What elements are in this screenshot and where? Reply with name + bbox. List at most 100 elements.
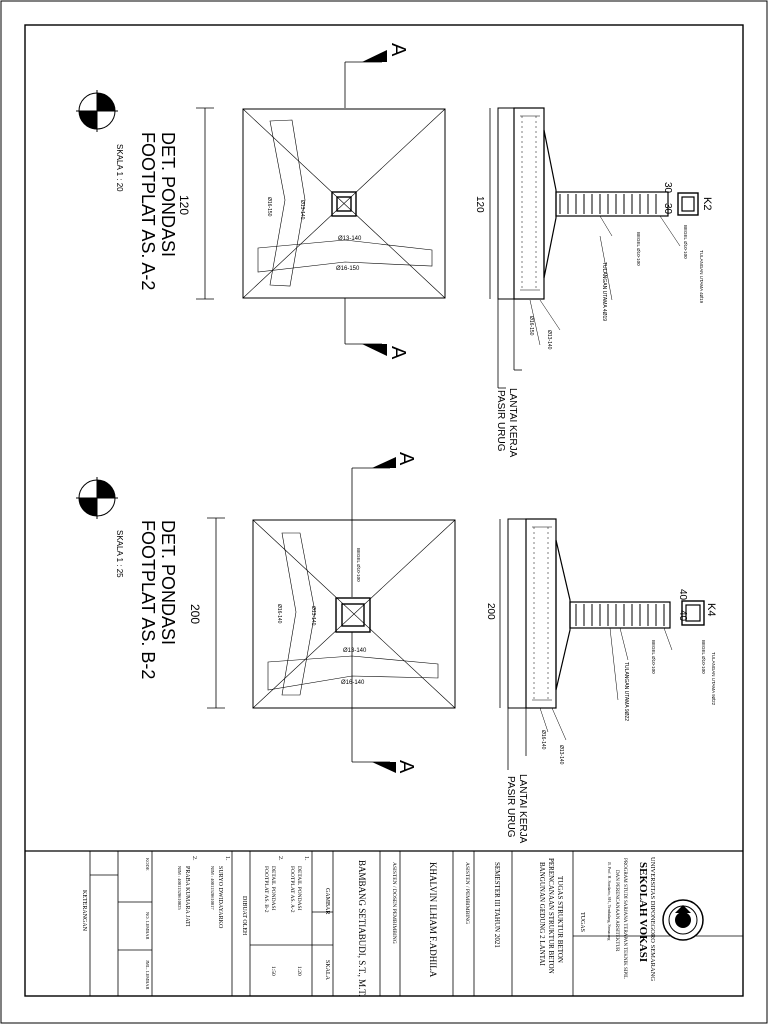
section-mark-bottom-b2: A — [395, 760, 417, 774]
section-dim-label-b2: 200 — [485, 603, 496, 620]
title-b2-line2: FOOTPLAT AS. B-2 — [138, 520, 158, 679]
tb-author1-name: SURYO DWIDAYARKO — [217, 866, 223, 929]
tb-semester: SEMESTER III TAHUN 2021 — [493, 862, 501, 948]
plan-b2 — [252, 519, 456, 709]
tb-program: PROGRAM STUDI SARJANA TERAPAN TEKNIK SIP… — [622, 858, 627, 979]
callout-begel1-a2: BEGEL Ø10-100 — [683, 225, 688, 259]
tb-lecturer-label: ASISTEN / DOSEN PEMBIMBING — [391, 862, 397, 944]
plan-a2-label-4: Ø16-150 — [336, 266, 360, 272]
layer1-a2: LANTAI KERJA — [507, 388, 518, 458]
title-b2-line1: DET. PONDASI — [158, 520, 178, 645]
tb-row2-no: 2. — [277, 856, 283, 861]
section-b2 — [499, 518, 705, 770]
column-dim1-a2: 30 — [662, 182, 673, 194]
tb-author2-name: PRABA KUMARA JATI — [184, 866, 190, 927]
tb-author1-nim: NIM : 40011520610017 — [210, 866, 215, 910]
tb-author1-no: 1. — [224, 856, 230, 861]
column-dim2-b2: 40 — [677, 610, 688, 622]
tb-sheet-label: NO. LEMBAR — [145, 912, 150, 940]
callout-begel1-b2: BEGEL Ø10-100 — [701, 640, 706, 674]
column-name-b2: K4 — [705, 603, 717, 616]
layer1-b2: LANTAI KERJA — [517, 774, 528, 844]
column-name-a2: K2 — [701, 197, 713, 210]
detail-footplat-b2: DET. PONDASI FOOTPLAT AS. B-2 SKALA 1 : … — [76, 452, 717, 844]
tb-col-gambar: GAMBAR — [324, 888, 330, 914]
tb-task-1: TUGAS STRUKTUR BETON — [556, 876, 564, 963]
tb-total-label: JML. LEMBAR — [145, 960, 150, 990]
title-a2-line1: DET. PONDASI — [158, 132, 178, 257]
tb-row1-gambar1: DETAIL PONDASI — [296, 866, 302, 911]
tb-code-label: KODE — [145, 858, 150, 871]
section-cut-b2 — [351, 467, 390, 763]
callout-bar2-a2: Ø16-150 — [528, 316, 534, 336]
tb-row2-skala: 1:50 — [270, 966, 276, 976]
scale-a2: SKALA 1 : 20 — [115, 144, 124, 192]
tb-task-label: TUGAS — [579, 912, 585, 932]
title-block — [89, 851, 743, 996]
north-symbol-icon — [76, 90, 118, 132]
section-a2 — [489, 107, 699, 389]
tb-program-2: DAN PERENCANAAN ARSITEKTUR — [614, 870, 619, 952]
tb-row1-no: 1. — [303, 856, 309, 861]
plan-a2-label-3: Ø13-140 — [338, 236, 362, 242]
callout-main-a2: TULANGAN UTAMA 4Ø19 — [601, 262, 607, 321]
callout-bar1-b2: Ø16-140 — [540, 730, 546, 750]
tb-row1-gambar2: FOOTPLAT AS. A-2 — [289, 866, 295, 913]
tb-address: Jl. Prof. H. Soedarto, SH., Tembalang, S… — [606, 862, 612, 940]
tb-task-3: BANGUNAN GEDUNG 2 LANTAI — [538, 862, 546, 967]
callout-bar2-b2: Ø13-140 — [558, 745, 564, 765]
tb-school: SEKOLAH VOKASI — [637, 862, 649, 962]
tb-row2-gambar2: FOOTPLAT AS. B-2 — [263, 866, 269, 913]
tb-col-skala: SKALA — [324, 960, 330, 981]
tb-made-by: DIBUAT OLEH — [241, 896, 247, 936]
plan-a2-label-1: Ø16-150 — [266, 197, 272, 217]
section-dim-label-a2: 120 — [474, 196, 485, 213]
plan-a2 — [242, 108, 446, 299]
plan-dimension-b2 — [207, 517, 225, 709]
tb-author2-no: 2. — [191, 856, 197, 861]
plan-a2-label-2: Ø13-140 — [299, 200, 305, 220]
section-mark-top-b2: A — [395, 452, 417, 466]
section-arrow-top-b2-icon — [372, 457, 396, 468]
section-arrow-bottom-b2-icon — [372, 762, 396, 773]
callout-begel2-a2: BEGEL Ø10-100 — [636, 232, 641, 266]
tb-university: UNIVERSITAS DIPONEGORO SEMARANG — [649, 857, 656, 981]
plan-dim-label-b2: 200 — [188, 604, 202, 624]
title-a2-line2: FOOTPLAT AS. A-2 — [138, 132, 158, 290]
tb-row2-gambar1: DETAIL PONDASI — [270, 866, 276, 911]
callout-bar1-a2: Ø13-140 — [546, 330, 552, 350]
tb-task-2: PERENCANAAN STRUKTUR BETON — [547, 858, 555, 974]
plan-b2-label-4: Ø16-140 — [341, 680, 365, 686]
north-symbol-icon — [76, 477, 118, 519]
callout-main-b2: TULANGAN UTAMA 9Ø22 — [623, 662, 629, 721]
tb-notes-label: KETERANGAN — [81, 890, 87, 932]
plan-b2-label-2: Ø13-140 — [310, 606, 316, 626]
tb-assistant-name: KHALVIN ILHAM F.ADHILA — [428, 862, 438, 978]
tb-assistant-label: ASISTEN / PEMBIMBING — [464, 862, 470, 924]
tb-row1-skala: 1:20 — [296, 966, 302, 976]
scale-b2: SKALA 1 : 25 — [115, 530, 124, 578]
layer2-b2: PASIR URUG — [505, 776, 516, 838]
plan-dim-label-a2: 120 — [177, 195, 191, 215]
column-dim1-b2: 40 — [677, 589, 688, 601]
detail-footplat-a2: DET. PONDASI FOOTPLAT AS. A-2 SKALA 1 : … — [76, 43, 713, 458]
column-dim2-a2: 30 — [662, 203, 673, 215]
university-logo-icon — [662, 899, 704, 941]
plan-dimension-a2 — [196, 107, 214, 300]
tb-author2-nim: NIM : 40011520610025 — [177, 866, 182, 910]
section-mark-bottom-a2: A — [387, 346, 409, 360]
callout-main-top-a2: TULANGAN UTAMA 4Ø19 — [699, 250, 704, 304]
callout-begel2-b2: BEGEL Ø10-100 — [651, 640, 656, 674]
callout-main-top-b2: TULANGAN UTAMA 9Ø22 — [711, 652, 716, 706]
plan-b2-label-3: Ø13-140 — [343, 648, 367, 654]
plan-b2-label-1: Ø16-140 — [276, 604, 282, 624]
tb-lecturer-name: BAMBANG SETIABUDI, S.T., M.T. — [357, 860, 367, 996]
plan-b2-begel: BEGEL Ø10-100 — [356, 548, 361, 582]
layer2-a2: PASIR URUG — [495, 390, 506, 452]
section-arrow-top-a2-icon — [362, 50, 387, 62]
section-arrow-bottom-a2-icon — [362, 344, 387, 356]
section-mark-top-a2: A — [387, 43, 409, 57]
sheet-inner-border — [24, 24, 744, 997]
